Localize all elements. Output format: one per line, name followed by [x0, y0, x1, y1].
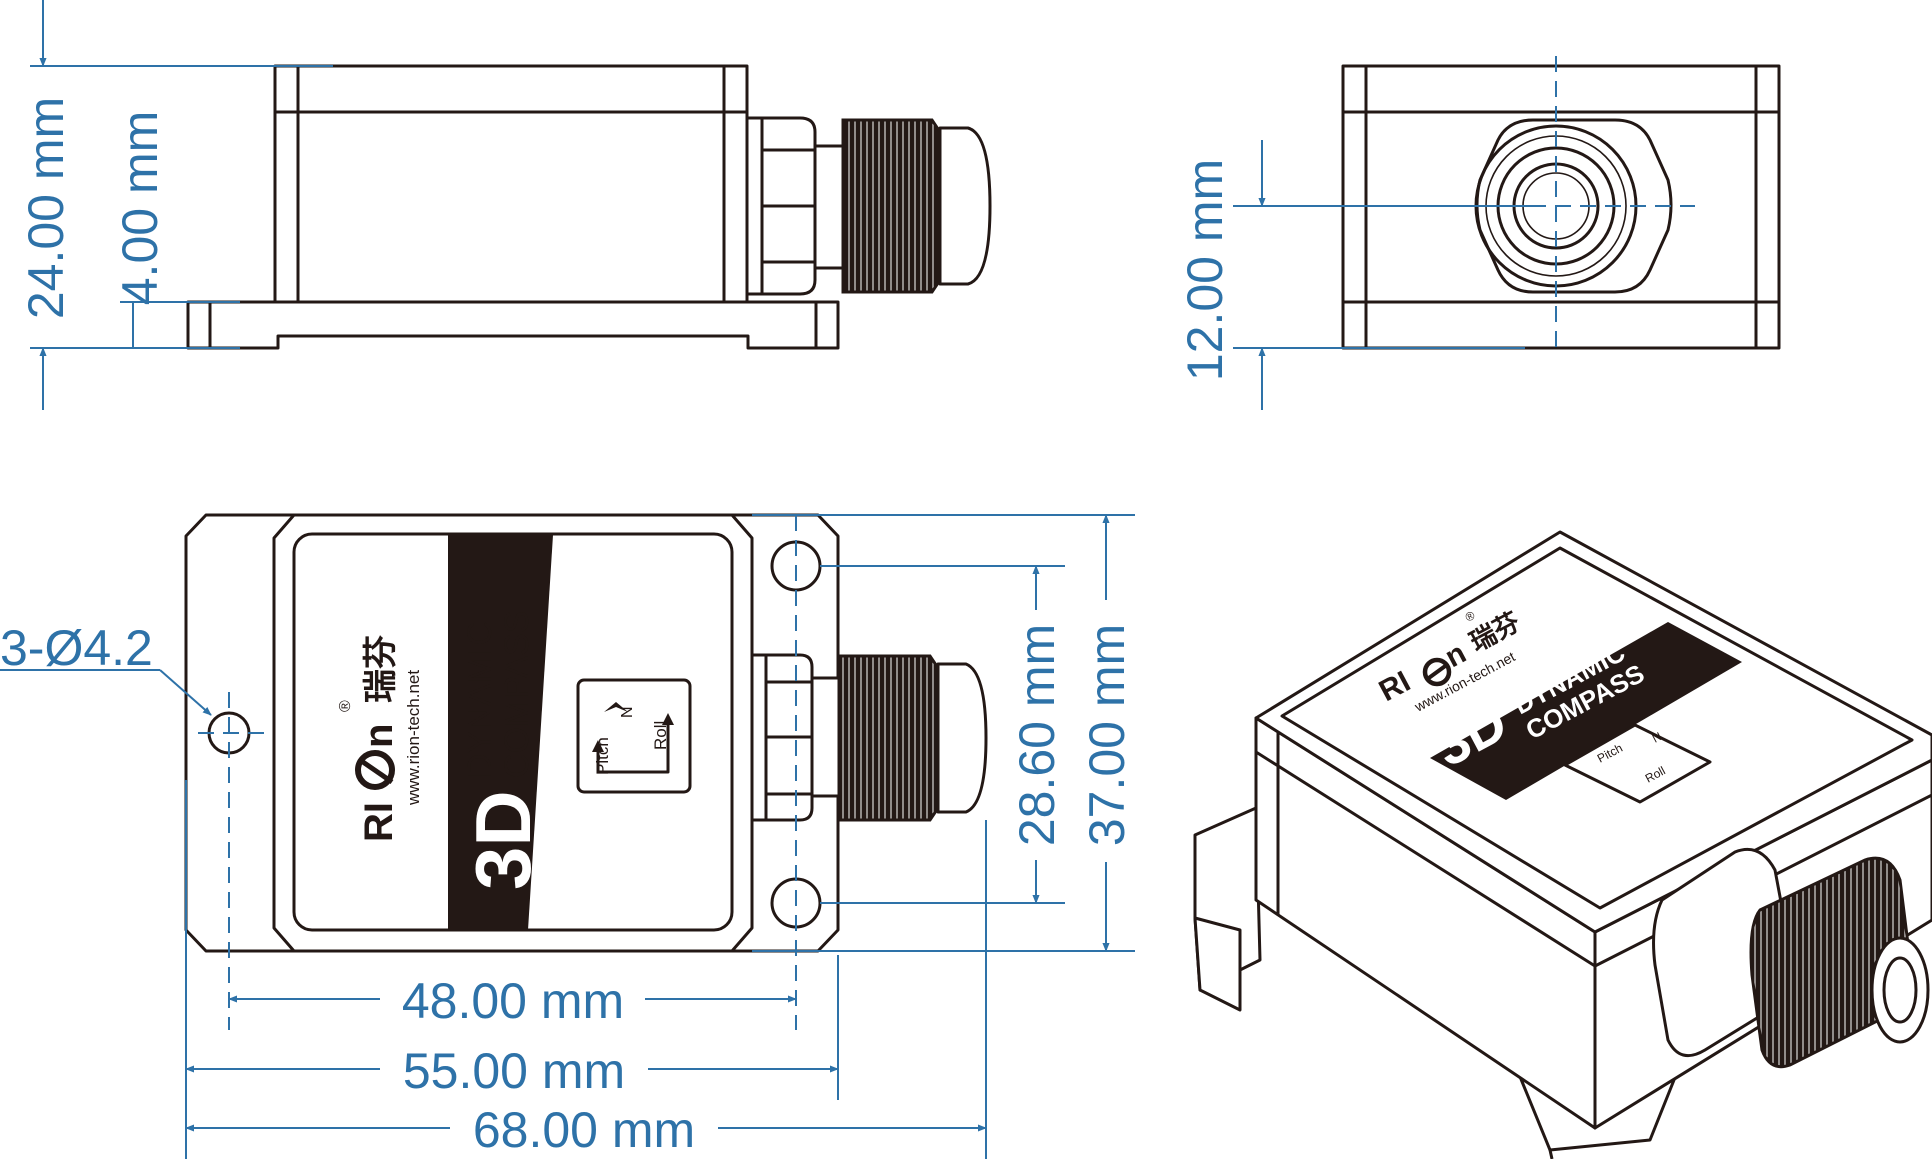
- brand-logo-o: [355, 750, 395, 790]
- isometric-view: [1193, 530, 1932, 1159]
- brand-logo-n: n: [357, 724, 401, 748]
- axis-pitch: Pitch: [593, 737, 612, 775]
- dim-total-height: 37.00 mm: [1079, 624, 1135, 846]
- dim-hole-spacing-y: 28.60 mm: [1009, 624, 1065, 846]
- top-dimensions: 28.60 mm 37.00 mm 48.00 mm 55.00 mm 68.0…: [0, 514, 1135, 1159]
- label-compass: COMPASS: [498, 610, 536, 778]
- dim-hole-callout: 3-Ø4.2: [0, 620, 153, 676]
- dim-front-center-height: 12.00 mm: [1177, 159, 1233, 381]
- label-3d-big: 3D: [459, 790, 547, 890]
- front-dimensions: 12.00 mm: [1177, 140, 1530, 410]
- iso-brand-logo-slash: [1424, 662, 1450, 682]
- dim-side-base-height: 4.00 mm: [112, 111, 168, 306]
- north-arrow: [604, 702, 628, 712]
- iso-brand-logo-o: [1422, 657, 1452, 687]
- website-text: www.rion-tech.net: [404, 670, 423, 806]
- dim-total-width: 68.00 mm: [473, 1102, 695, 1158]
- label-band: [448, 535, 553, 930]
- side-dimensions: 24.00 mm 4.00 mm: [18, 0, 333, 410]
- axis-roll: Roll: [651, 721, 670, 750]
- dim-side-total-height: 24.00 mm: [18, 97, 74, 319]
- top-label: 3D DYNAMIC COMPASS RI n 瑞芬 ® www.rion-te…: [337, 610, 692, 890]
- front-view: [1341, 56, 1781, 352]
- side-view: [186, 64, 992, 350]
- axis-arrows: [596, 718, 670, 774]
- registered-mark: ®: [337, 700, 354, 712]
- top-view: [184, 513, 988, 953]
- iso-label-band: [1430, 622, 1742, 800]
- dim-body-width: 55.00 mm: [403, 1043, 625, 1099]
- axis-box: [576, 678, 692, 794]
- dim-hole-spacing-x: 48.00 mm: [402, 973, 624, 1029]
- axis-north: N: [619, 706, 636, 718]
- brand-logo-slash: [358, 757, 394, 785]
- brand-logo: RI: [357, 802, 401, 842]
- label-dynamic: DYNAMIC: [461, 621, 499, 778]
- brand-chinese: 瑞芬: [362, 635, 400, 703]
